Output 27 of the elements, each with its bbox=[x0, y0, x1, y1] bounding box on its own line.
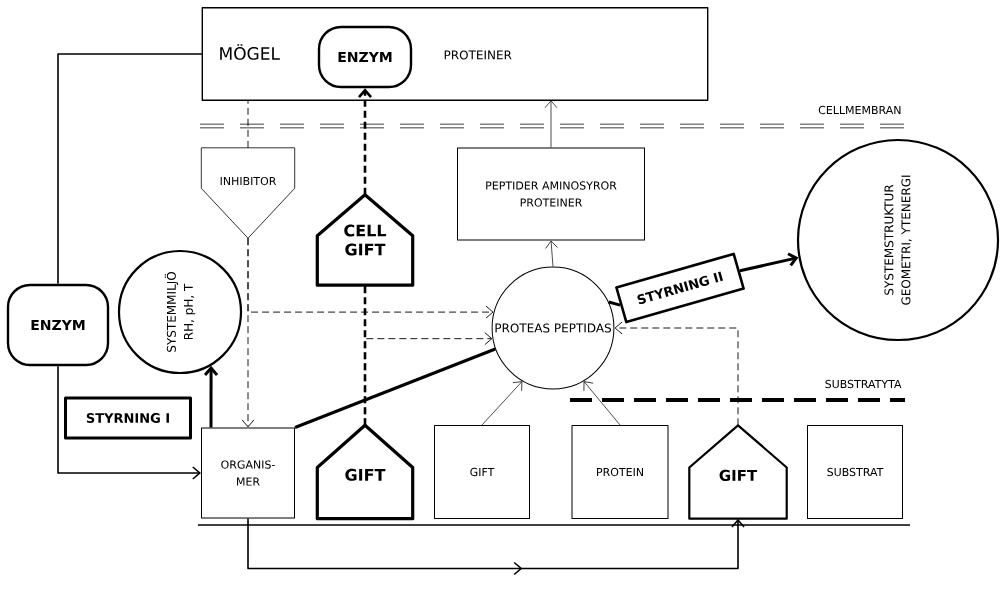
arrow bbox=[544, 100, 558, 148]
box: GIFT bbox=[434, 425, 530, 519]
arrow bbox=[481, 381, 523, 426]
arrow bbox=[247, 237, 494, 319]
arrow bbox=[545, 240, 558, 267]
arrow bbox=[203, 365, 219, 428]
arrow bbox=[739, 252, 799, 273]
arrow bbox=[364, 332, 493, 426]
region-label: CELLMEMBRAN bbox=[818, 105, 901, 115]
box: PEPTIDER AMINOSYROR PROTEINER bbox=[457, 147, 645, 241]
connector-line bbox=[608, 300, 621, 307]
arrow bbox=[358, 88, 372, 195]
box: ORGANIS- MER bbox=[201, 427, 295, 519]
arrow bbox=[583, 381, 621, 426]
inhibitor-pentagon: INHIBITOR bbox=[200, 147, 296, 239]
connector-line bbox=[247, 99, 249, 149]
connector-line bbox=[57, 53, 204, 285]
rounded-box: ENZYM bbox=[317, 25, 413, 89]
arrow bbox=[247, 517, 745, 576]
region-label: SUBSTRATYTA bbox=[825, 379, 902, 389]
connector-line bbox=[294, 347, 496, 429]
control-box: STYRNING I bbox=[64, 396, 192, 440]
box: SUBSTRAT bbox=[807, 425, 903, 519]
arrow bbox=[614, 321, 739, 426]
rounded-box: ENZYM bbox=[6, 283, 110, 367]
arrow bbox=[57, 365, 201, 480]
box: PROTEIN bbox=[571, 425, 669, 519]
